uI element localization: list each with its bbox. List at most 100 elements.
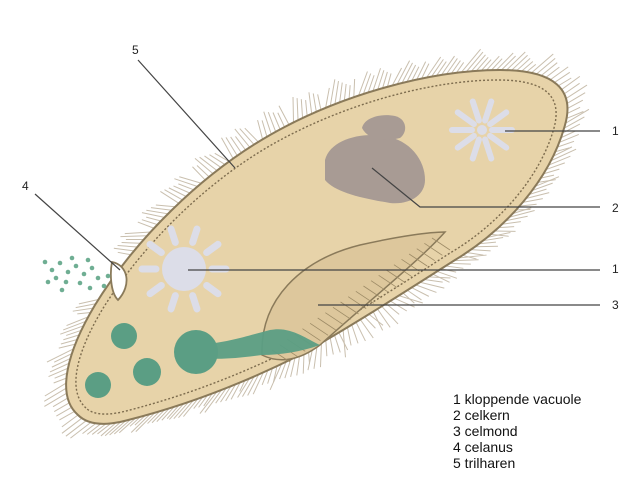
cilium	[454, 260, 479, 261]
cilium	[118, 252, 131, 254]
particle	[58, 261, 63, 266]
expelled-particles	[43, 256, 111, 293]
particle	[54, 276, 59, 281]
cilium	[555, 72, 570, 82]
callout-label-2: 2	[612, 201, 619, 215]
cilium	[550, 67, 568, 80]
cilium	[320, 343, 321, 367]
cilium	[467, 253, 484, 256]
cilium	[344, 84, 346, 101]
legend: 1 kloppende vacuole 2 celkern 3 celmond …	[453, 391, 581, 471]
cilium	[424, 280, 442, 283]
cilium	[297, 98, 298, 120]
legend-item: 1 kloppende vacuole	[453, 391, 581, 407]
callout-label-1-bottom: 1	[612, 262, 619, 276]
cilium	[471, 250, 491, 251]
cilium	[279, 106, 289, 125]
leader-line-4	[35, 194, 120, 270]
cilium	[258, 120, 263, 139]
cilium	[330, 79, 335, 106]
cilium	[83, 423, 96, 433]
cilium	[507, 52, 526, 70]
cilium	[383, 72, 388, 88]
cilium	[49, 368, 68, 376]
cilium	[226, 137, 237, 155]
cilium	[215, 153, 229, 161]
cilium	[481, 60, 491, 71]
cilium	[306, 100, 308, 116]
particle	[74, 264, 79, 269]
particle	[60, 288, 65, 293]
cilium	[420, 282, 444, 288]
cilium	[245, 128, 259, 142]
cilium	[546, 67, 560, 77]
particle	[106, 274, 111, 279]
cilium	[318, 94, 321, 110]
cilium	[349, 85, 350, 99]
cilium	[73, 308, 93, 311]
cilium	[169, 188, 186, 197]
particle	[102, 284, 107, 289]
cilium	[118, 245, 138, 247]
cilium	[352, 325, 358, 344]
cilium	[382, 306, 398, 324]
cilium	[174, 179, 197, 187]
cilium	[373, 68, 381, 91]
food-vacuole	[133, 358, 161, 386]
cilium	[120, 236, 147, 237]
cilium	[567, 93, 585, 104]
cilium	[309, 92, 312, 114]
cilium	[59, 344, 76, 348]
vacuole-canal	[171, 229, 175, 242]
food-vacuole	[174, 330, 218, 374]
cilium	[359, 72, 368, 96]
callout-label-1-top: 1	[612, 124, 619, 138]
cilium	[301, 99, 302, 118]
cilium	[522, 61, 533, 71]
callout-label-5: 5	[132, 43, 139, 57]
cilium	[340, 83, 343, 103]
cilium	[531, 54, 553, 73]
food-vacuole	[85, 372, 111, 398]
cilium	[334, 335, 340, 352]
particle	[86, 258, 91, 263]
particle	[82, 272, 87, 277]
cilium	[262, 120, 267, 136]
vacuole-canal	[193, 296, 197, 309]
cilium	[541, 63, 557, 76]
cilium	[326, 88, 330, 108]
cilium	[160, 191, 178, 203]
cilium	[204, 156, 221, 168]
cilium	[567, 107, 580, 113]
cilium	[326, 340, 327, 356]
cilium	[293, 97, 294, 123]
cilium	[146, 210, 168, 214]
cilium	[156, 205, 175, 207]
cilium	[142, 220, 158, 225]
cilium	[363, 73, 370, 94]
legend-item: 4 celanus	[453, 439, 581, 455]
callout-label-3: 3	[612, 298, 619, 312]
legend-item: 3 celmond	[453, 423, 581, 439]
vacuole-canal	[171, 296, 175, 309]
cilium	[210, 155, 226, 165]
vacuole-canal	[193, 229, 197, 242]
cilium	[429, 277, 451, 278]
cilium	[54, 378, 67, 383]
particle	[46, 280, 51, 285]
particle	[50, 268, 55, 273]
cilium	[197, 165, 209, 176]
cilium	[192, 167, 205, 180]
food-vacuole	[111, 323, 137, 349]
cilium	[55, 373, 67, 378]
particle	[96, 276, 101, 281]
cilium	[77, 312, 90, 313]
cilium	[142, 213, 165, 218]
cilium	[566, 85, 587, 98]
cilium	[165, 190, 183, 200]
cilium	[146, 217, 161, 221]
particle	[64, 280, 69, 285]
cilium	[387, 73, 391, 86]
cilium	[446, 266, 464, 268]
